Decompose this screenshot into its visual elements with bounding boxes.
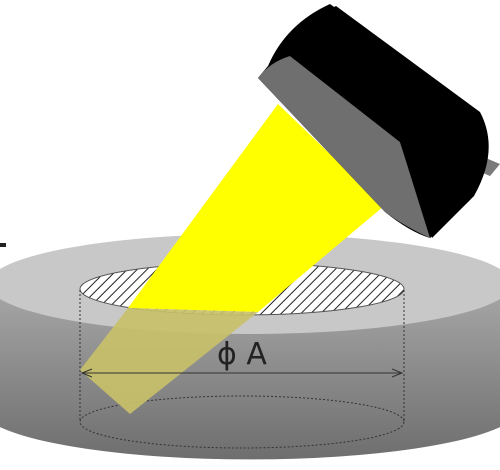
hole-hidden-outline bbox=[79, 290, 405, 449]
light-beam bbox=[128, 104, 384, 312]
sensor-front-face bbox=[258, 56, 430, 238]
diameter-arrow bbox=[80, 368, 404, 378]
light-beam-in-hole bbox=[80, 308, 258, 414]
diameter-label: ϕ A bbox=[217, 337, 267, 372]
sensor-back-face bbox=[290, 6, 489, 238]
sensor-head bbox=[258, 4, 500, 238]
edge-mark bbox=[0, 243, 6, 247]
